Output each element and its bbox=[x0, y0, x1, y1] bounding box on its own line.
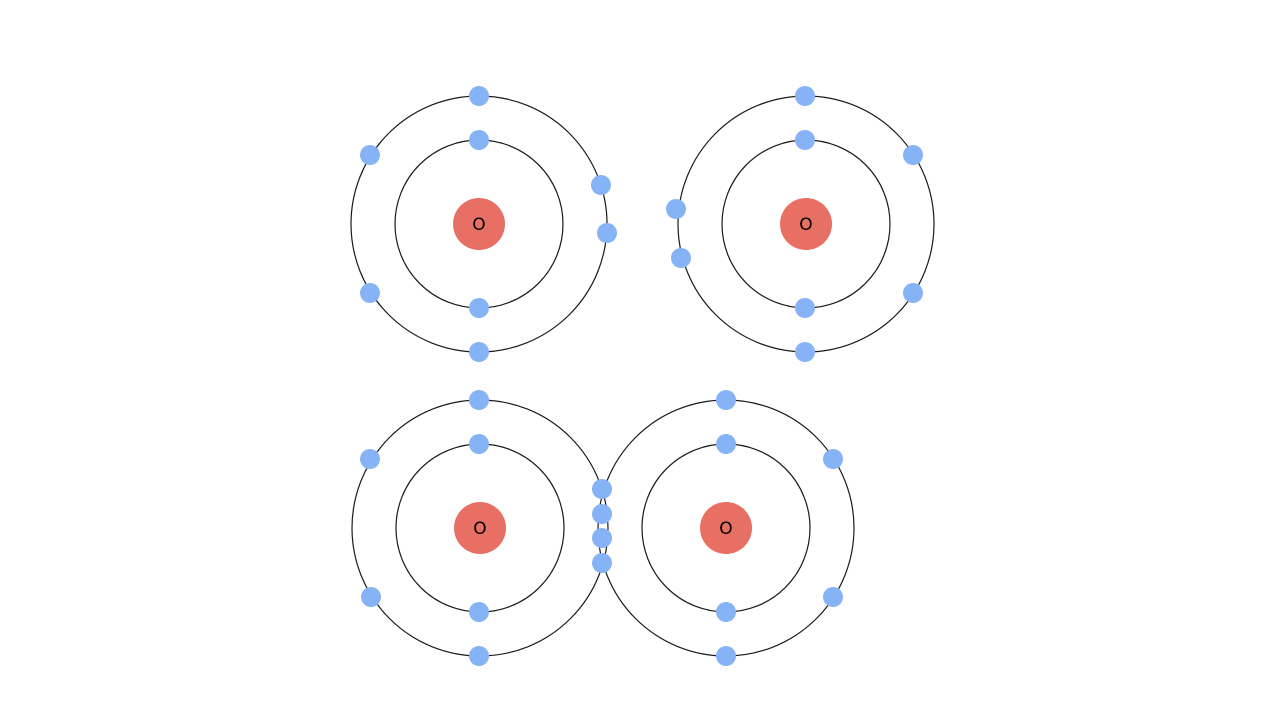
electron bbox=[469, 602, 489, 622]
outer-electrons bbox=[360, 390, 489, 666]
electron bbox=[795, 86, 815, 106]
nucleus-label: O bbox=[473, 519, 486, 539]
inner-electrons bbox=[795, 130, 815, 318]
electron bbox=[361, 587, 381, 607]
electron bbox=[469, 646, 489, 666]
inner-electrons bbox=[716, 434, 736, 622]
electron bbox=[903, 145, 923, 165]
electron bbox=[469, 130, 489, 150]
electron bbox=[671, 248, 691, 268]
shared-electron-pairs bbox=[592, 479, 612, 573]
electron bbox=[469, 298, 489, 318]
electron bbox=[360, 283, 380, 303]
shared-electron bbox=[592, 479, 612, 499]
electron bbox=[716, 434, 736, 454]
nucleus-label: O bbox=[472, 215, 485, 235]
electron bbox=[360, 449, 380, 469]
electron bbox=[591, 175, 611, 195]
electron bbox=[469, 434, 489, 454]
electron bbox=[716, 646, 736, 666]
outer-electrons bbox=[666, 86, 923, 362]
electron bbox=[360, 145, 380, 165]
nucleus-label: O bbox=[799, 215, 812, 235]
electron bbox=[795, 342, 815, 362]
electron bbox=[469, 342, 489, 362]
shared-electron bbox=[592, 553, 612, 573]
electron bbox=[469, 86, 489, 106]
outer-electrons bbox=[716, 390, 843, 666]
oxygen-atom-top-left: O bbox=[350, 86, 617, 362]
nucleus bbox=[454, 502, 506, 554]
bonded-oxygen-atom-left: O bbox=[351, 390, 609, 666]
oxygen-atom-top-right: O bbox=[666, 86, 935, 362]
electron bbox=[716, 390, 736, 410]
nucleus-label: O bbox=[719, 519, 732, 539]
electron bbox=[469, 390, 489, 410]
nucleus bbox=[453, 198, 505, 250]
electron bbox=[823, 587, 843, 607]
electron bbox=[795, 298, 815, 318]
electron bbox=[795, 130, 815, 150]
inner-electrons bbox=[469, 130, 489, 318]
shared-electron bbox=[592, 528, 612, 548]
inner-electrons bbox=[469, 434, 489, 622]
electron bbox=[666, 199, 686, 219]
nucleus bbox=[780, 198, 832, 250]
outer-electrons bbox=[360, 86, 617, 362]
nucleus bbox=[700, 502, 752, 554]
bonded-oxygen-atom-right: O bbox=[597, 390, 855, 666]
electron bbox=[716, 602, 736, 622]
electron bbox=[903, 283, 923, 303]
shared-electron bbox=[592, 504, 612, 524]
electron bbox=[597, 223, 617, 243]
electron bbox=[823, 449, 843, 469]
